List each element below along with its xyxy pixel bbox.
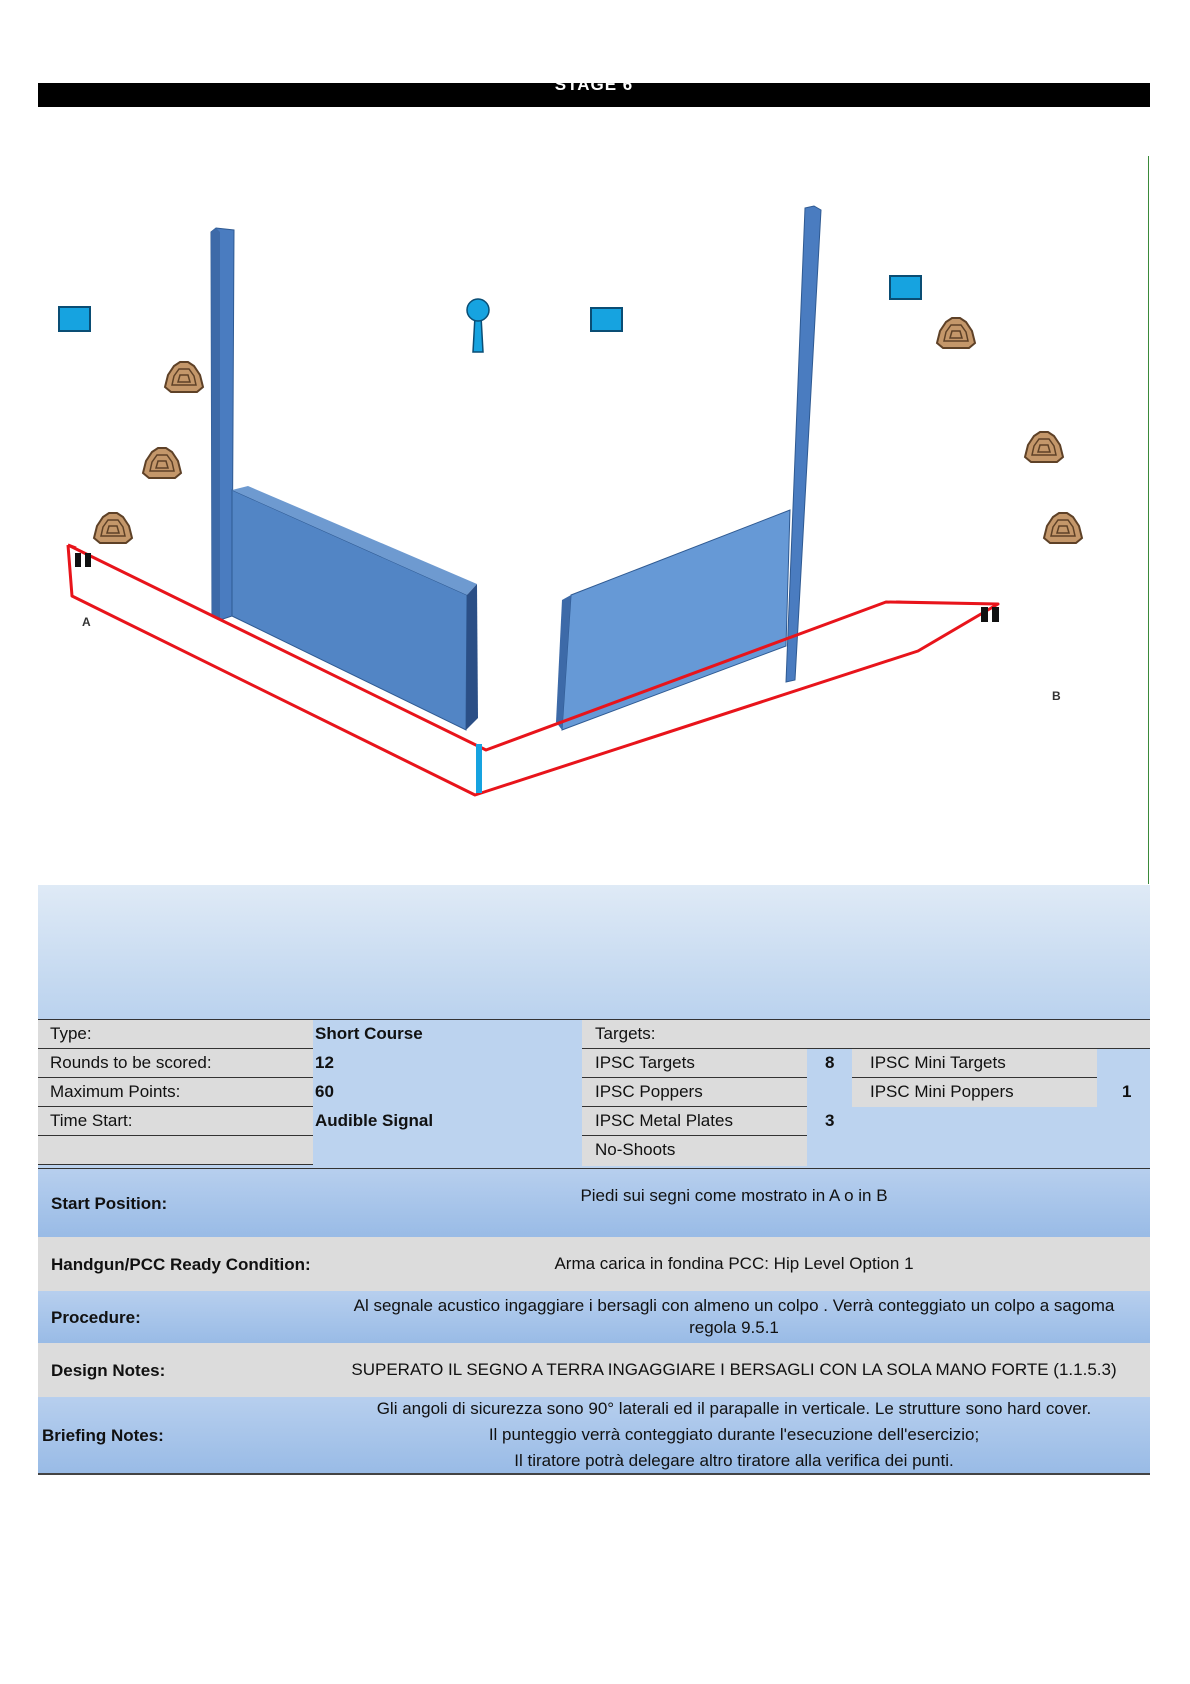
foot-mark-a <box>75 553 91 567</box>
ipsc-targets-value: 8 <box>825 1053 835 1072</box>
right-wall <box>785 205 822 683</box>
ipsc-poppers-label: IPSC Poppers <box>582 1078 807 1107</box>
stage-title: STAGE 6 <box>554 83 634 94</box>
ipsc-targets-label: IPSC Targets <box>582 1049 807 1078</box>
ready-condition-value: Arma carica in fondina PCC: Hip Level Op… <box>318 1237 1150 1291</box>
design-notes-text: SUPERATO IL SEGNO A TERRA INGAGGIARE I B… <box>351 1360 1117 1379</box>
metal-plate <box>58 306 91 332</box>
mini-poppers-value: 1 <box>1122 1082 1132 1101</box>
briefing-line-2: Il punteggio verrà conteggiato durante l… <box>488 1425 980 1444</box>
briefing-notes-row: Briefing Notes: Gli angoli di sicurezza … <box>38 1397 1150 1475</box>
left-panel <box>231 486 478 731</box>
right-panel <box>556 509 791 731</box>
left-wall <box>210 227 235 621</box>
procedure-line-1: Al segnale acustico ingaggiare i bersagl… <box>353 1296 1115 1315</box>
noshoots-value <box>807 1136 852 1165</box>
start-position-value: Piedi sui segni come mostrato in A o in … <box>318 1169 1150 1237</box>
ipsc-metal-value: 3 <box>825 1111 835 1130</box>
design-notes-row: Design Notes: SUPERATO IL SEGNO A TERRA … <box>38 1343 1150 1397</box>
start-position-row: Start Position: Piedi sui segni come mos… <box>38 1169 1150 1237</box>
briefing-line-3: Il tiratore potrà delegare altro tirator… <box>514 1451 954 1470</box>
procedure-row: Procedure: Al segnale acustico ingaggiar… <box>38 1291 1150 1343</box>
ipsc-poppers-value <box>807 1078 852 1107</box>
metal-plate <box>590 307 623 332</box>
briefing-line-1: Gli angoli di sicurezza sono 90° lateral… <box>376 1399 1092 1418</box>
type-value: Short Course <box>315 1024 423 1043</box>
briefing-notes-label: Briefing Notes: <box>42 1425 164 1445</box>
points-label: Maximum Points: <box>38 1078 313 1107</box>
procedure-line-2: regola 9.5.1 <box>689 1318 779 1337</box>
ipsc-metal-label: IPSC Metal Plates <box>582 1107 807 1136</box>
noshoots-label: No-Shoots <box>582 1136 807 1166</box>
rounds-label: Rounds to be scored: <box>38 1049 313 1078</box>
header-gradient <box>38 885 1150 1020</box>
label-b: B <box>1052 689 1061 703</box>
rounds-value: 12 <box>315 1053 334 1072</box>
briefing-notes-value: Gli angoli di sicurezza sono 90° lateral… <box>318 1397 1150 1473</box>
metal-plate <box>889 275 922 300</box>
start-position-text: Piedi sui segni come mostrato in A o in … <box>580 1186 888 1205</box>
ready-condition-label: Handgun/PCC Ready Condition: <box>51 1254 311 1274</box>
fault-line <box>66 543 1000 797</box>
mini-popper <box>466 298 490 353</box>
label-a: A <box>82 615 91 629</box>
stage-diagram: A B <box>40 155 1148 885</box>
points-value: 60 <box>315 1082 334 1101</box>
procedure-label: Procedure: <box>51 1307 141 1327</box>
ready-condition-text: Arma carica in fondina PCC: Hip Level Op… <box>554 1254 914 1273</box>
empty-label <box>38 1136 313 1165</box>
start-position-label: Start Position: <box>51 1193 168 1213</box>
targets-label: Targets: <box>582 1020 1150 1049</box>
mini-targets-value <box>1097 1049 1150 1078</box>
stage-info-table: Type: Rounds to be scored: Maximum Point… <box>38 1019 1150 1170</box>
mini-poppers-label: IPSC Mini Poppers <box>852 1078 1097 1107</box>
stage-title-bar: STAGE 6 <box>38 83 1150 107</box>
type-label: Type: <box>38 1020 313 1049</box>
design-notes-label: Design Notes: <box>51 1360 166 1380</box>
design-notes-value: SUPERATO IL SEGNO A TERRA INGAGGIARE I B… <box>318 1343 1150 1397</box>
start-value: Audible Signal <box>315 1111 434 1130</box>
start-label: Time Start: <box>38 1107 313 1136</box>
procedure-value: Al segnale acustico ingaggiare i bersagl… <box>318 1291 1150 1343</box>
ready-condition-row: Handgun/PCC Ready Condition: Arma carica… <box>38 1237 1150 1291</box>
mini-targets-label: IPSC Mini Targets <box>852 1049 1097 1078</box>
border-line <box>1148 156 1149 884</box>
foot-mark-b <box>981 607 999 622</box>
